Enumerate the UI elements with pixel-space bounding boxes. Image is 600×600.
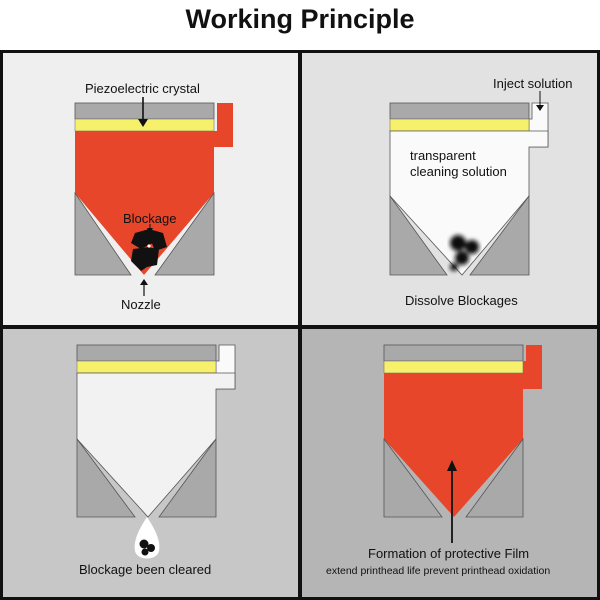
panel-blockage: Piezoelectric crystal Blockage Nozzle: [0, 50, 301, 328]
ink-chamber: [384, 373, 542, 517]
panel-dissolve: Inject solution transparent cleaning sol…: [299, 50, 600, 328]
housing-top: [389, 102, 530, 120]
label-piezo-crystal: Piezoelectric crystal: [85, 81, 200, 96]
label-blockage: Blockage: [123, 211, 176, 226]
label-solution-line2: cleaning solution: [410, 164, 507, 179]
panel-cleared: Blockage been cleared: [0, 326, 301, 600]
label-nozzle: Nozzle: [121, 297, 161, 312]
blockage-blob: [131, 229, 167, 271]
dissolving-blockage: [450, 235, 479, 271]
ink-chamber: [75, 131, 233, 275]
funnel-wall-right: [469, 194, 530, 276]
label-blockage-cleared: Blockage been cleared: [79, 562, 211, 577]
solution-chamber: [389, 130, 549, 276]
label-dissolve-blockages: Dissolve Blockages: [405, 293, 518, 308]
clean-chamber: [76, 372, 236, 518]
printhead-diagram-blockage: Piezoelectric crystal Blockage Nozzle: [74, 81, 233, 312]
printhead-diagram-dissolve: Inject solution transparent cleaning sol…: [389, 76, 573, 308]
housing-top: [76, 344, 217, 362]
label-film-benefit: extend printhead life prevent printhead …: [326, 565, 550, 577]
funnel-wall-right: [465, 437, 524, 518]
ejected-blockage: [139, 539, 155, 556]
page-title: Working Principle: [185, 4, 415, 34]
funnel-wall-left: [383, 437, 443, 518]
funnel-wall-left: [74, 191, 132, 276]
piezo-crystal: [76, 360, 217, 374]
printhead-diagram-cleared: Blockage been cleared: [76, 344, 236, 577]
piezo-crystal: [383, 360, 524, 374]
printhead-diagram-film: Formation of protective Film extend prin…: [326, 344, 550, 577]
label-solution-line1: transparent: [410, 148, 476, 163]
funnel-wall-right: [158, 437, 217, 518]
funnel-wall-right: [154, 191, 215, 276]
funnel-wall-left: [389, 194, 448, 276]
piezo-crystal: [389, 118, 530, 132]
panel-protective-film: Formation of protective Film extend prin…: [299, 326, 600, 600]
housing-top: [74, 102, 215, 120]
label-protective-film: Formation of protective Film: [368, 546, 529, 561]
housing-top: [383, 344, 524, 362]
label-inject-solution: Inject solution: [493, 76, 573, 91]
funnel-wall-left: [76, 437, 136, 518]
